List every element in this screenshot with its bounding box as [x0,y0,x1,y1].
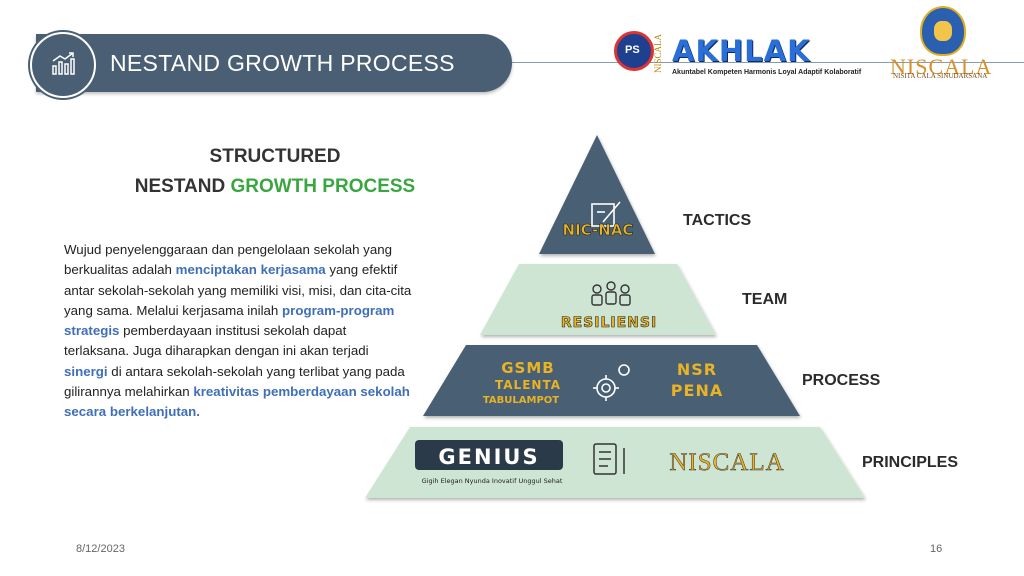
genius-tagline: Gigih Elegan Nyunda Inovatif Unggul Seha… [422,477,563,485]
label-tactics: TACTICS [683,212,752,229]
highlight-sinergi: sinergi [64,363,108,379]
akhlak-tagline: Akuntabel Kompeten Harmonis Loyal Adapti… [672,69,862,76]
process-gear-icon [593,364,630,401]
footer-page-number: 16 [930,543,943,555]
label-process: PROCESS [802,372,881,389]
pyramid-tier-team [480,264,716,335]
niscala-logo: NISCALA [890,54,993,79]
process-left-2: TALENTA [495,378,561,392]
principles-checklist-icon [593,443,625,475]
genius-logo: GENIUS [438,445,539,469]
niscala-tagline: NISITA CALA SINUDARSANA [893,72,988,80]
team-people-icon [591,281,631,306]
team-brand: RESILIENSI [561,315,657,331]
heading-line-1: STRUCTURED [209,146,341,167]
heading-highlight: GROWTH PROCESS [230,176,416,197]
process-left-1: GSMB [501,359,554,377]
label-principles: PRINCIPLES [862,454,959,471]
process-right-1: NSR [677,360,717,379]
badge-text: PS [625,44,640,56]
title-bar [36,34,512,92]
tactics-brand: NIC-NAC [563,221,634,239]
highlight-kerjasama: menciptakan kerjasama [175,262,326,278]
header-rule [480,62,1024,63]
heading-line-2: NESTAND GROWTH PROCESS [134,176,416,197]
process-right-2: PENA [671,381,723,400]
growth-chart-icon [52,52,75,75]
label-team: TEAM [742,291,788,308]
school-emblem-icon [920,6,966,56]
school-badge-logo: PS [614,31,654,71]
page-title: NESTAND GROWTH PROCESS [110,50,455,76]
pyramid-tier-tactics [539,135,655,254]
process-left-3: TABULAMPOT [483,395,559,406]
highlight-kreativitas: kreativitas pemberdayaan sekolah secara … [64,384,410,420]
title-icon-circle [30,32,96,98]
highlight-program: program-program strategis [64,302,395,339]
tactics-document-icon [591,201,621,227]
description-paragraph: Wujud penyelenggaraan dan pengelolaan se… [64,242,412,420]
niscala-principles-logo: NISCALA [669,449,784,476]
footer-date: 8/12/2023 [76,543,125,555]
akhlak-logo: AKHLAK [672,34,811,68]
genius-logo-frame [415,440,563,470]
section-heading: STRUCTURED NESTAND GROWTH PROCESS [100,142,450,202]
